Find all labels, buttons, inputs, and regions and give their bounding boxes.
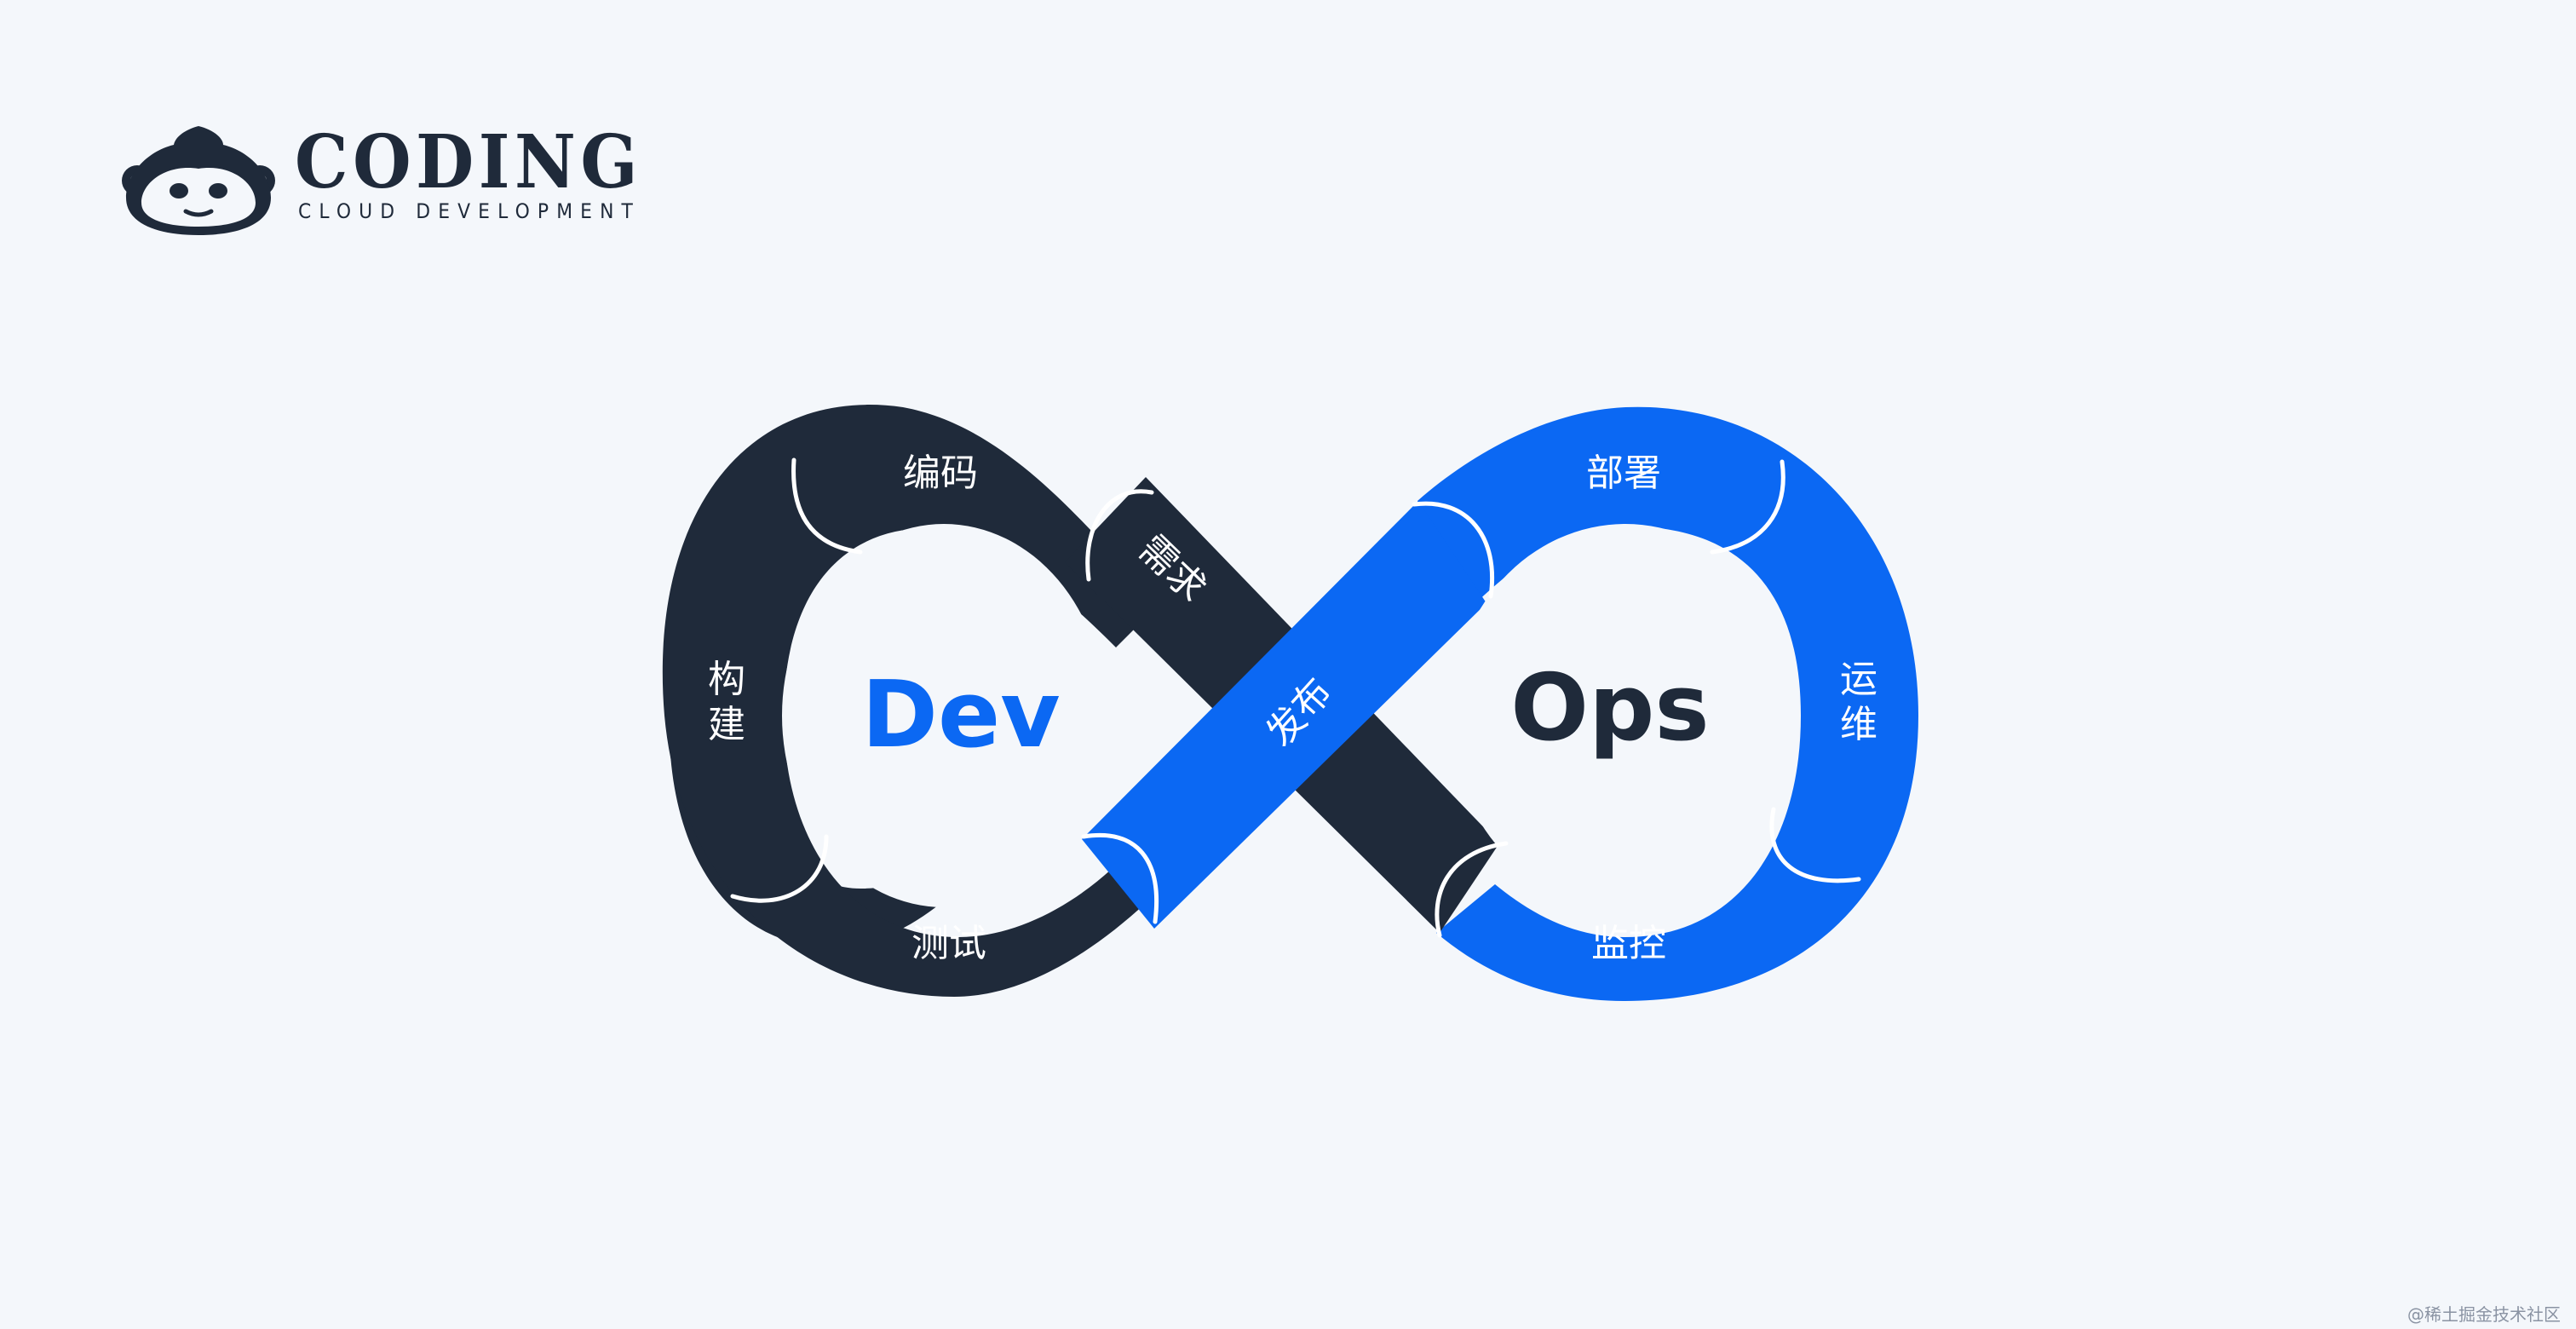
dev-loop	[662, 405, 1159, 997]
ops-loop	[1417, 406, 1918, 1001]
vertical-label-char: 建	[708, 703, 745, 746]
brand-name: CODING	[295, 119, 642, 205]
vertical-label-char: 运	[1840, 658, 1877, 701]
stage-build-label: 构建	[708, 658, 745, 746]
stage-coding-label: 编码	[903, 452, 978, 495]
separator-testing-release	[1081, 833, 1159, 924]
separator-coding-build	[791, 457, 863, 555]
stage-monitor-label: 监控	[1591, 922, 1666, 965]
dev-inner-hole	[782, 524, 1106, 907]
dev-loop-outer	[662, 405, 1159, 997]
stage-operate-label: 运维	[1840, 658, 1877, 746]
brand-tagline: CLOUD DEVELOPMENT	[298, 199, 641, 223]
separator-deploy-operate	[1710, 459, 1785, 555]
dev-label: Dev	[861, 662, 1060, 768]
stage-operate-label-text: 运维	[1840, 658, 1877, 746]
ops-label: Ops	[1510, 655, 1709, 762]
vertical-label-char: 构	[708, 658, 745, 701]
stage-testing-label: 测试	[911, 922, 986, 965]
stage-build-label-text: 构建	[708, 658, 745, 746]
separator-release-deploy	[1412, 501, 1494, 599]
separator-coding-requirements	[1085, 489, 1154, 582]
watermark: @稀土掘金技术社区	[2407, 1304, 2561, 1325]
vertical-label-char: 维	[1840, 703, 1877, 746]
stage-deploy-label: 部署	[1586, 452, 1661, 495]
ops-inner-hole	[1451, 524, 1800, 907]
separator-monitor-release	[1435, 841, 1509, 938]
ops-loop-outer	[1417, 406, 1918, 1001]
separator-operate-monitor	[1769, 807, 1861, 883]
release-crossing-strand	[1082, 501, 1486, 929]
monkey-icon	[122, 126, 275, 235]
coding-logo: CODING CLOUD DEVELOPMENT	[122, 119, 642, 235]
separator-build-testing	[730, 834, 829, 903]
segment-separators	[730, 457, 1861, 938]
